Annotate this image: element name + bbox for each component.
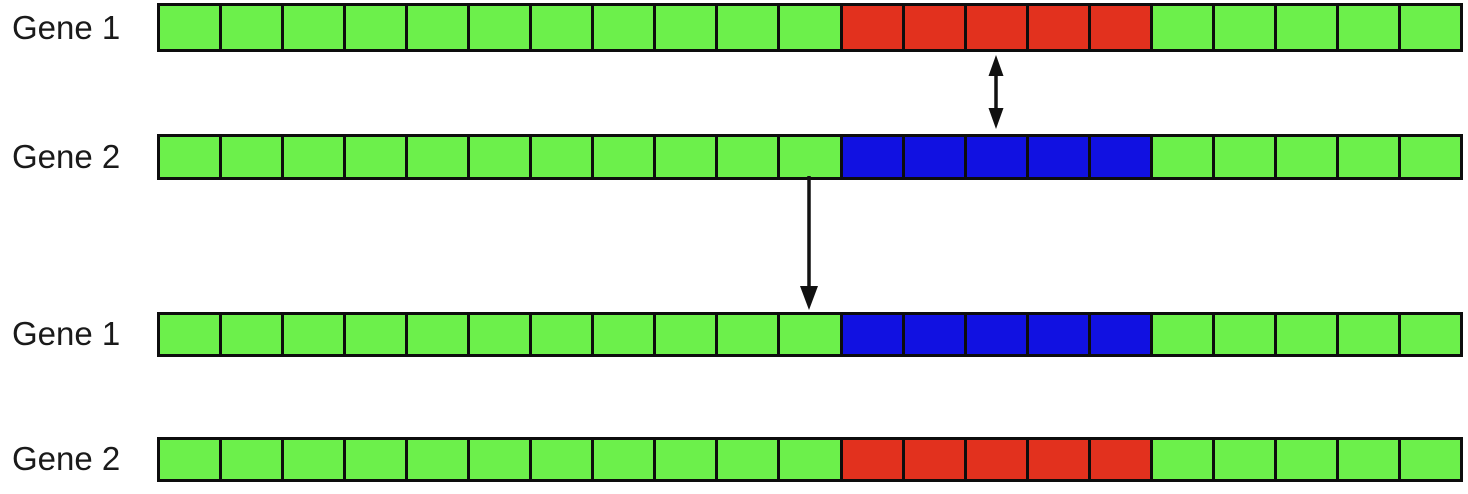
green-segment-square [780, 440, 843, 479]
green-segment-square [1400, 6, 1460, 49]
gene-2-bar-after [157, 437, 1463, 482]
red-segment-square [966, 6, 1029, 49]
green-segment-square [1400, 315, 1460, 354]
green-segment-square [1338, 440, 1401, 479]
green-segment-square [1214, 6, 1277, 49]
green-segment-square [408, 6, 471, 49]
green-segment-square [222, 440, 285, 479]
red-segment-square [966, 440, 1029, 479]
blue-segment-square [966, 137, 1029, 177]
green-segment-square [408, 137, 471, 177]
green-segment-square [470, 440, 533, 479]
green-segment-square [346, 137, 409, 177]
red-segment-square [904, 440, 967, 479]
blue-segment-square [1090, 315, 1153, 354]
blue-segment-square [842, 137, 905, 177]
green-segment-square [1152, 137, 1215, 177]
red-segment-square [1090, 440, 1153, 479]
green-segment-square [408, 315, 471, 354]
gene-2-bar-before [157, 134, 1463, 180]
green-segment-square [346, 315, 409, 354]
green-segment-square [346, 440, 409, 479]
green-segment-square [284, 315, 347, 354]
green-segment-square [594, 315, 657, 354]
red-segment-square [904, 6, 967, 49]
green-segment-square [656, 315, 719, 354]
blue-segment-square [1028, 137, 1091, 177]
green-segment-square [1276, 137, 1339, 177]
green-segment-square [470, 315, 533, 354]
blue-segment-square [904, 137, 967, 177]
green-segment-square [408, 440, 471, 479]
green-segment-square [1276, 6, 1339, 49]
green-segment-square [1214, 315, 1277, 354]
green-segment-square [532, 6, 595, 49]
red-segment-square [1090, 6, 1153, 49]
green-segment-square [222, 315, 285, 354]
green-segment-square [718, 440, 781, 479]
exchange-double-arrow-icon [988, 55, 1004, 129]
gene-1-bar-after [157, 312, 1463, 357]
green-segment-square [284, 137, 347, 177]
green-segment-square [160, 137, 223, 177]
blue-segment-square [904, 315, 967, 354]
green-segment-square [532, 137, 595, 177]
green-segment-square [718, 315, 781, 354]
gene-label-row-4: Gene 2 [12, 440, 121, 477]
green-segment-square [1338, 315, 1401, 354]
red-segment-square [842, 6, 905, 49]
green-segment-square [532, 440, 595, 479]
green-segment-square [1400, 440, 1460, 479]
green-segment-square [532, 315, 595, 354]
green-segment-square [1214, 440, 1277, 479]
green-segment-square [222, 137, 285, 177]
green-segment-square [594, 137, 657, 177]
green-segment-square [160, 6, 223, 49]
green-segment-square [222, 6, 285, 49]
green-segment-square [1152, 6, 1215, 49]
green-segment-square [656, 6, 719, 49]
green-segment-square [160, 315, 223, 354]
green-segment-square [594, 6, 657, 49]
gene-1-bar-before [157, 3, 1463, 52]
green-segment-square [1214, 137, 1277, 177]
green-segment-square [470, 6, 533, 49]
gene-label-row-2: Gene 2 [12, 138, 121, 175]
green-segment-square [780, 315, 843, 354]
blue-segment-square [966, 315, 1029, 354]
green-segment-square [1400, 137, 1460, 177]
green-segment-square [160, 440, 223, 479]
green-segment-square [1338, 137, 1401, 177]
gene-label-row-1: Gene 1 [12, 9, 121, 46]
green-segment-square [284, 440, 347, 479]
green-segment-square [1152, 315, 1215, 354]
red-segment-square [842, 440, 905, 479]
green-segment-square [1276, 315, 1339, 354]
green-segment-square [284, 6, 347, 49]
green-segment-square [780, 6, 843, 49]
green-segment-square [594, 440, 657, 479]
green-segment-square [346, 6, 409, 49]
green-segment-square [656, 440, 719, 479]
green-segment-square [718, 6, 781, 49]
green-segment-square [780, 137, 843, 177]
green-segment-square [1152, 440, 1215, 479]
red-segment-square [1028, 6, 1091, 49]
green-segment-square [718, 137, 781, 177]
blue-segment-square [1028, 315, 1091, 354]
green-segment-square [470, 137, 533, 177]
green-segment-square [1338, 6, 1401, 49]
green-segment-square [1276, 440, 1339, 479]
red-segment-square [1028, 440, 1091, 479]
blue-segment-square [1090, 137, 1153, 177]
blue-segment-square [842, 315, 905, 354]
transfer-down-arrow-icon [800, 176, 818, 310]
green-segment-square [656, 137, 719, 177]
gene-label-row-3: Gene 1 [12, 315, 121, 352]
